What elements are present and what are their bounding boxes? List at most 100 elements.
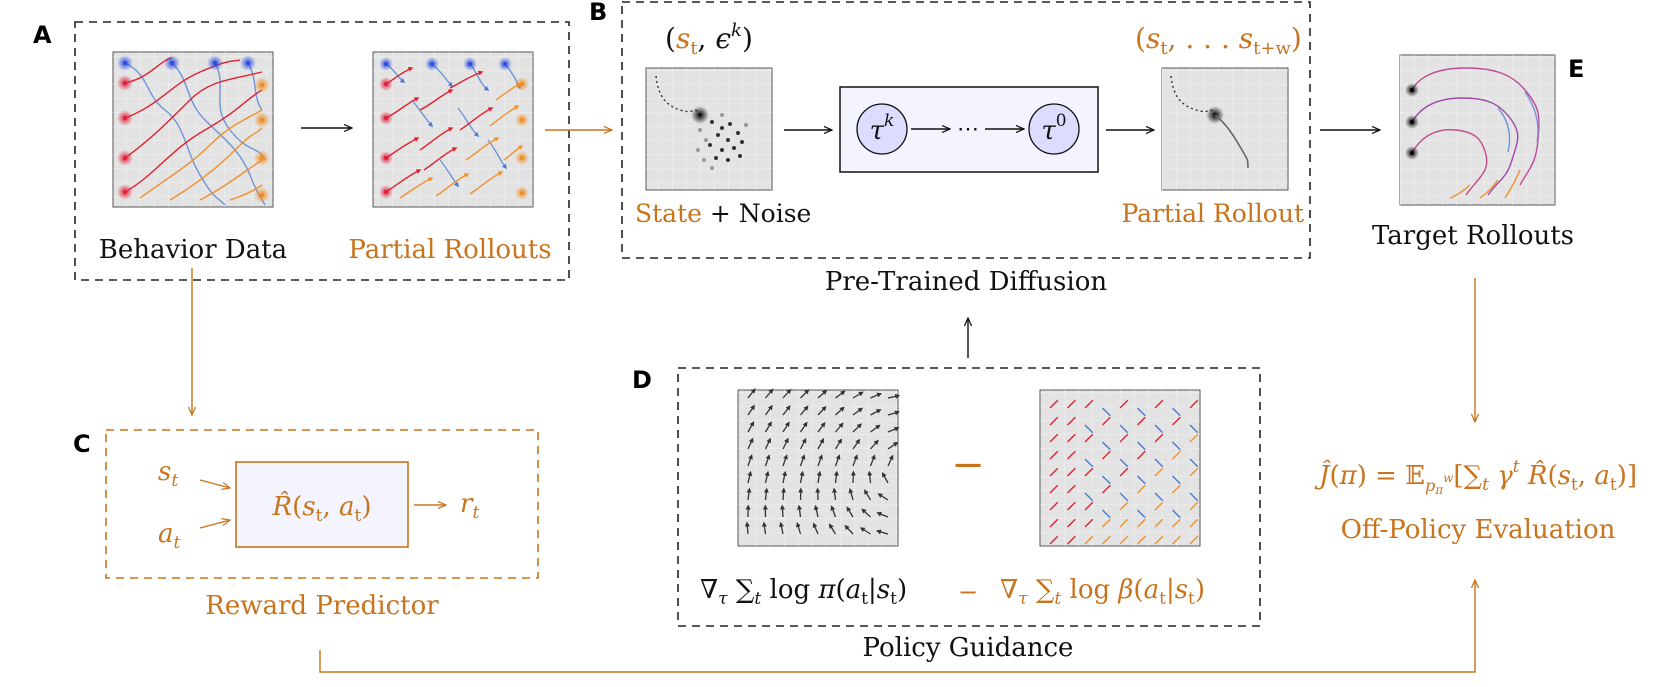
field-arrow xyxy=(887,393,901,399)
field-arrow xyxy=(1189,518,1199,528)
field-arrow xyxy=(1154,518,1164,528)
field-arrow xyxy=(1084,433,1094,443)
field-arrow xyxy=(1189,399,1199,409)
policy-guidance-title: Policy Guidance xyxy=(863,633,1074,663)
panel-e: E Target Rollouts xyxy=(1372,54,1584,251)
field-arrow xyxy=(813,504,819,518)
field-arrow xyxy=(1084,518,1094,528)
field-arrow xyxy=(870,424,881,433)
field-arrow xyxy=(1154,433,1164,443)
field-arrow xyxy=(1102,441,1111,451)
diffusion-input-label: (st, ϵk) xyxy=(665,20,753,59)
field-arrow xyxy=(817,405,827,416)
field-arrow xyxy=(781,487,787,501)
field-arrow xyxy=(877,493,889,501)
field-arrow xyxy=(1172,484,1181,494)
field-arrow xyxy=(1137,518,1146,528)
field-arrow xyxy=(1172,450,1181,460)
field-arrow xyxy=(1067,467,1076,477)
field-arrow xyxy=(1049,501,1059,511)
field-arrow xyxy=(782,470,787,484)
field-arrow xyxy=(782,437,789,450)
field-arrow xyxy=(1049,399,1059,409)
field-arrow xyxy=(1084,492,1094,502)
field-arrow xyxy=(1102,450,1111,460)
field-arrow xyxy=(1189,501,1199,511)
field-arrow xyxy=(1067,535,1076,545)
field-arrow xyxy=(1119,518,1129,528)
tau-0-node xyxy=(1028,103,1080,155)
field-arrow xyxy=(1172,407,1181,417)
target-policy-gradient: ∇τ ∑t log π(at|st) xyxy=(700,575,907,609)
ope-formula: Ĵ(π) = 𝔼pπw[∑t γt R̂(st, at)] xyxy=(1314,457,1637,497)
field-arrow xyxy=(876,511,889,518)
field-arrow xyxy=(799,437,807,450)
ope-block: Ĵ(π) = 𝔼pπw[∑t γt R̂(st, at)] Off-Policy… xyxy=(1314,457,1637,545)
field-arrow xyxy=(1049,484,1059,494)
field-arrow xyxy=(1189,433,1199,443)
diffusion-chain: τk ⋯ τ0 xyxy=(839,86,1099,173)
field-arrow xyxy=(1049,467,1059,477)
field-arrow xyxy=(1189,467,1199,477)
field-arrow xyxy=(747,437,754,450)
field-arrow xyxy=(870,409,882,416)
field-arrow xyxy=(744,521,750,535)
tau-k-label: τk xyxy=(870,111,895,146)
field-arrow xyxy=(1102,475,1111,485)
field-arrow xyxy=(1067,433,1076,443)
field-arrow xyxy=(761,521,767,535)
field-arrow xyxy=(864,489,872,501)
field-arrow xyxy=(1189,424,1199,434)
field-arrow xyxy=(799,421,808,433)
field-arrow xyxy=(1049,433,1059,443)
panel-e-letter: E xyxy=(1568,55,1584,83)
field-arrow xyxy=(834,454,841,467)
field-arrow xyxy=(848,487,854,501)
field-arrow xyxy=(1102,509,1111,519)
field-arrow xyxy=(861,508,871,518)
field-arrow xyxy=(764,437,771,450)
field-arrow xyxy=(1154,467,1164,477)
field-arrow xyxy=(779,521,784,535)
field-arrow xyxy=(835,390,846,399)
partial-rollouts-caption: Partial Rollouts xyxy=(348,235,551,265)
field-arrow xyxy=(764,454,771,467)
action-input-label: at xyxy=(158,519,181,553)
state-noise-plot xyxy=(645,67,773,191)
field-arrow xyxy=(1102,518,1111,528)
field-arrow xyxy=(1119,399,1129,409)
field-arrow xyxy=(1049,450,1059,460)
field-arrow xyxy=(1067,501,1076,511)
field-arrow xyxy=(887,441,899,450)
panel-c-letter: C xyxy=(73,430,91,458)
field-arrow xyxy=(1102,407,1111,417)
partial-rollouts-plot xyxy=(372,51,534,208)
field-arrow xyxy=(1119,424,1129,434)
field-arrow xyxy=(844,524,854,535)
field-arrow xyxy=(782,454,788,467)
field-arrow xyxy=(747,454,753,467)
field-arrow xyxy=(1172,518,1181,528)
policy-minus-sign: − xyxy=(951,442,985,488)
field-arrow xyxy=(812,522,819,535)
arrow-c-to-ope xyxy=(319,580,1475,673)
panel-a-letter: A xyxy=(33,21,52,49)
field-arrow xyxy=(747,421,755,433)
field-arrow xyxy=(816,470,822,484)
field-arrow xyxy=(1102,535,1111,545)
partial-rollout-plot xyxy=(1161,67,1289,191)
field-arrow xyxy=(1189,492,1199,502)
field-arrow xyxy=(1084,424,1094,434)
field-arrow xyxy=(1049,416,1059,426)
field-arrow xyxy=(852,423,862,433)
pre-trained-diffusion-title: Pre-Trained Diffusion xyxy=(825,267,1107,297)
field-arrow xyxy=(1154,501,1164,511)
field-arrow xyxy=(1119,467,1129,477)
field-arrow xyxy=(799,454,806,467)
field-arrow xyxy=(782,421,790,433)
field-arrow xyxy=(765,388,774,399)
field-arrow xyxy=(1049,518,1059,528)
field-arrow xyxy=(817,389,828,399)
behavior-data-plot xyxy=(112,51,274,208)
